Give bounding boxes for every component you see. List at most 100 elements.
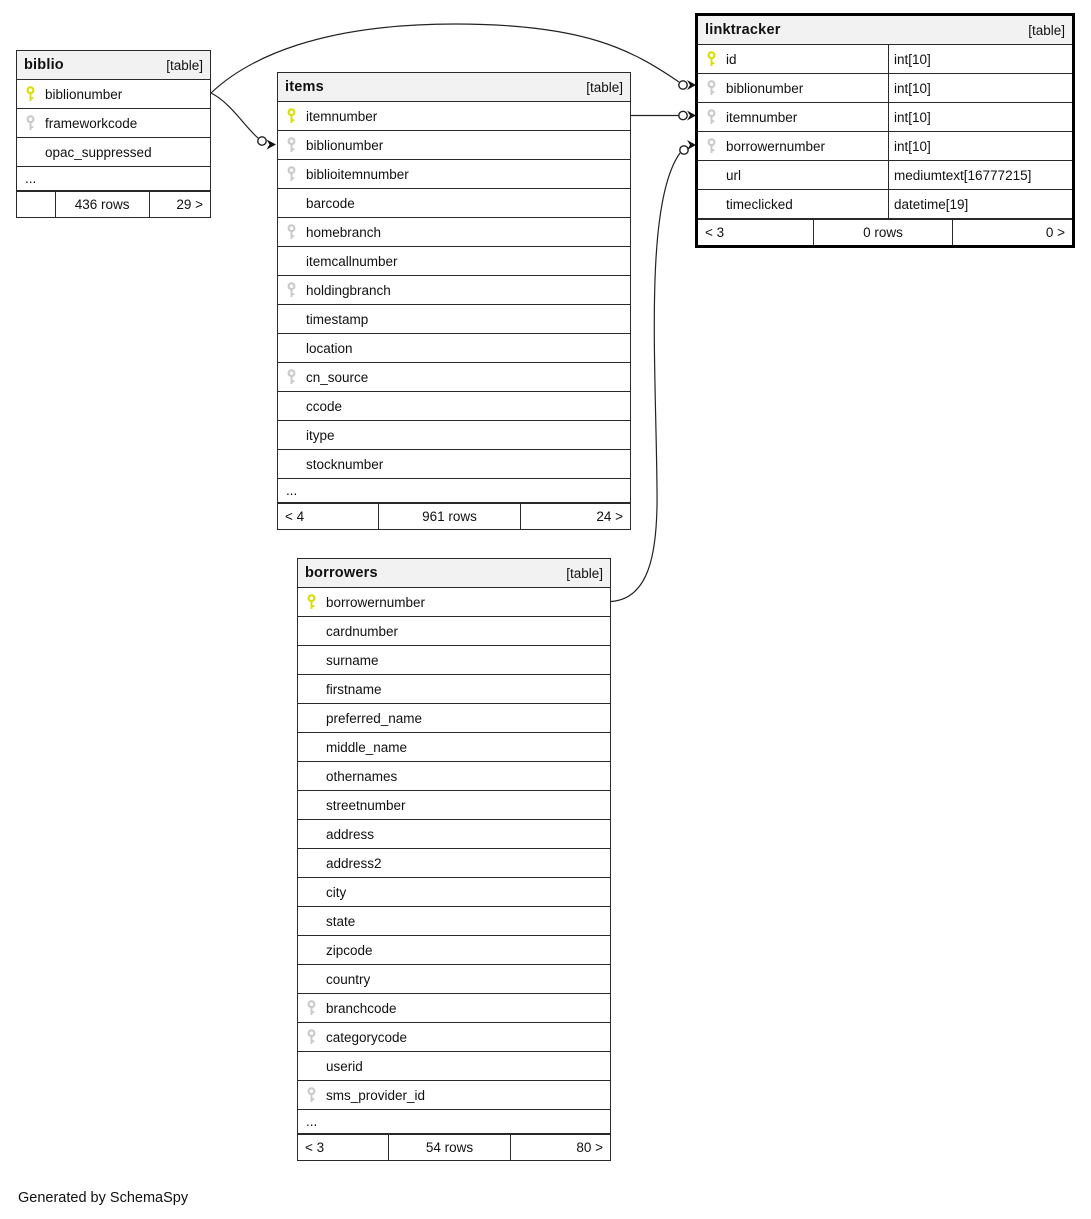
table-type-label: [table] [586,79,623,95]
column-row: timestamp [278,305,630,334]
foreign-key-icon [705,109,717,125]
column-icon-spacer [305,768,317,784]
primary-key-icon [705,51,717,67]
column-icon-spacer [305,855,317,871]
zero-or-one-marker [679,145,689,155]
column-icon-spacer [305,826,317,842]
column-row: frameworkcode [17,109,210,138]
primary-key-icon [285,108,297,124]
column-row: userid [298,1052,610,1081]
column-type: int[10] [888,74,1072,102]
relationship-line-biblio-items [210,92,259,139]
column-row: opac_suppressed [17,138,210,167]
table-biblio[interactable]: biblio [table] biblionumber frameworkcod… [16,50,211,218]
column-icon-spacer [285,195,297,211]
table-title[interactable]: biblio [24,57,64,73]
column-row: streetnumber [298,791,610,820]
table-footer: < 3 54 rows 80 > [298,1134,610,1160]
column-icon-spacer [285,456,297,472]
column-icon-spacer [305,797,317,813]
column-row: biblioitemnumber [278,160,630,189]
table-type-label: [table] [1028,22,1065,38]
column-row: biblionumber [278,131,630,160]
column-row: country [298,965,610,994]
column-row: timeclicked datetime[19] [698,190,1072,219]
column-row: middle_name [298,733,610,762]
column-row: stocknumber [278,450,630,479]
column-icon-spacer [24,144,36,160]
table-header: borrowers [table] [298,559,610,588]
primary-key-icon [305,594,317,610]
column-row: branchcode [298,994,610,1023]
column-row: city [298,878,610,907]
column-icon-spacer [305,971,317,987]
foreign-key-icon [705,138,717,154]
table-footer: < 3 0 rows 0 > [698,219,1072,245]
column-row: firstname [298,675,610,704]
table-header: biblio [table] [17,51,210,80]
table-footer: < 4 961 rows 24 > [278,503,630,529]
column-icon-spacer [305,652,317,668]
foreign-key-icon [285,166,297,182]
column-row: cardnumber [298,617,610,646]
column-row: zipcode [298,936,610,965]
column-row: biblionumber int[10] [698,74,1072,103]
column-row: itype [278,421,630,450]
column-row: biblionumber [17,80,210,109]
column-row: itemnumber [278,102,630,131]
zero-or-one-marker [678,110,688,121]
column-icon-spacer [305,623,317,639]
primary-key-icon [24,86,36,102]
table-footer: 436 rows 29 > [17,191,210,217]
degree-in [17,192,55,217]
column-row: itemnumber int[10] [698,103,1072,132]
table-title[interactable]: linktracker [705,22,781,38]
column-row: ccode [278,392,630,421]
table-header: linktracker [table] [698,16,1072,45]
foreign-key-icon [305,1029,317,1045]
row-count: 54 rows [388,1135,509,1160]
column-icon-spacer [305,710,317,726]
degree-in: < 3 [305,1140,325,1155]
column-row: borrowernumber int[10] [698,132,1072,161]
row-count: 961 rows [378,504,519,529]
table-borrowers[interactable]: borrowers [table] borrowernumber cardnum… [297,558,611,1161]
column-icon-spacer [705,167,717,183]
degree-out: 0 > [952,220,1072,245]
table-title[interactable]: borrowers [305,565,378,581]
column-icon-spacer [705,196,717,212]
table-header: items [table] [278,73,630,102]
generator-note: Generated by SchemaSpy [18,1190,189,1206]
column-icon-spacer [305,884,317,900]
column-row: surname [298,646,610,675]
foreign-key-icon [285,282,297,298]
foreign-key-icon [24,115,36,131]
table-items[interactable]: items [table] itemnumber biblionumber bi… [277,72,631,530]
zero-or-one-marker [257,136,267,146]
column-row: preferred_name [298,704,610,733]
arrowhead-icon [266,139,276,150]
row-count: 436 rows [54,192,149,217]
column-row: othernames [298,762,610,791]
column-row: location [278,334,630,363]
table-title[interactable]: items [285,79,324,95]
degree-out: 24 > [519,504,630,529]
table-type-label: [table] [166,57,203,73]
column-row: categorycode [298,1023,610,1052]
column-type: int[10] [888,103,1072,131]
column-icon-spacer [285,253,297,269]
foreign-key-icon [305,1000,317,1016]
degree-in: < 3 [705,225,725,240]
more-columns-row: ... [298,1110,610,1134]
column-type: int[10] [888,45,1072,73]
column-row: holdingbranch [278,276,630,305]
degree-out: 29 > [148,192,210,217]
column-row: url mediumtext[16777215] [698,161,1072,190]
column-row: homebranch [278,218,630,247]
column-icon-spacer [305,942,317,958]
column-row: borrowernumber [298,588,610,617]
column-icon-spacer [285,311,297,327]
column-icon-spacer [305,681,317,697]
table-linktracker[interactable]: linktracker [table] id int[10] biblionum… [695,13,1075,248]
